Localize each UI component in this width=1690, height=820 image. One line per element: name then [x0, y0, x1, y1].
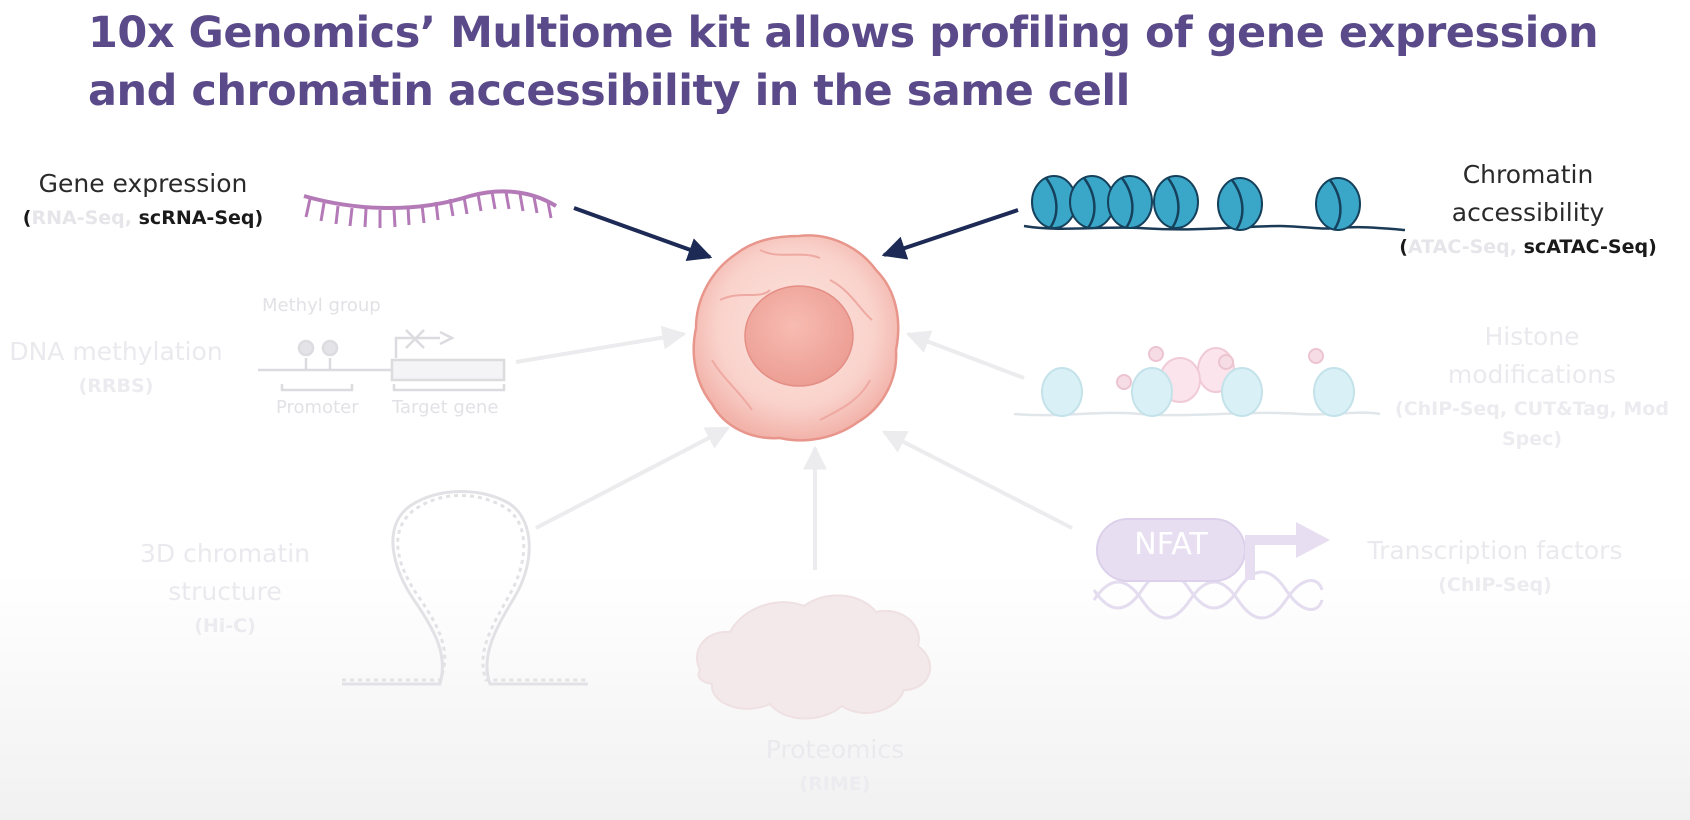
promoter-label: Promoter [276, 397, 359, 418]
arrow-transcription-factors [881, 430, 1073, 530]
transcription-factors-method: (ChIP-Seq) [1438, 574, 1552, 596]
nucleosome-chain-icon [1023, 175, 1406, 232]
3d-chromatin-title-2: structure [168, 577, 282, 606]
proteomics-method: (RIME) [799, 773, 871, 795]
chromatin-accessibility-title-1: Chromatin [1462, 160, 1594, 189]
gene-expression-methods: (RNA-Seq, scRNA-Seq) [22, 207, 264, 229]
cell-illustration [692, 234, 900, 442]
3d-chromatin-method: (Hi-C) [194, 615, 256, 637]
chromatin-accessibility-title-2: accessibility [1451, 198, 1605, 227]
histone-methods-2: Spec) [1501, 428, 1563, 450]
arrow-histone [905, 330, 1025, 380]
histone-modification-diagram [1013, 346, 1381, 417]
proteomics-title: Proteomics [765, 735, 905, 764]
slide-title: 10x Genomics’ Multiome kit allows profil… [88, 8, 1599, 116]
chromatin-accessibility-label: Chromatin accessibility (ATAC-Seq, scATA… [1398, 156, 1658, 262]
transcription-factor-diagram [1092, 518, 1330, 620]
3d-chromatin-label: 3D chromatin structure (Hi-C) [100, 535, 350, 641]
arrow-dna-methylation [515, 325, 687, 364]
dna-methylation-title: DNA methylation [9, 337, 223, 366]
histone-modifications-label: Histone modifications (ChIP-Seq, CUT&Tag… [1382, 318, 1682, 454]
target-gene-label: Target gene [392, 397, 499, 418]
dna-methylation-label: DNA methylation (RRBS) [0, 333, 232, 401]
nfat-label: NFAT [1134, 527, 1208, 562]
gene-expression-label: Gene expression (RNA-Seq, scRNA-Seq) [18, 165, 268, 233]
arrow-gene-expression [573, 206, 713, 261]
chromatin-loop-diagram [342, 490, 588, 686]
dna-methylation-method: (RRBS) [78, 375, 154, 397]
arrow-3d-chromatin [535, 426, 731, 530]
transcription-factors-title: Transcription factors [1367, 536, 1623, 565]
transcription-factors-label: Transcription factors (ChIP-Seq) [1350, 532, 1640, 600]
arrow-chromatin-accessibility [881, 208, 1019, 260]
rna-strand-icon [303, 189, 558, 228]
histone-title-1: Histone [1484, 322, 1580, 351]
methyl-group-label: Methyl group [262, 295, 381, 316]
protein-complex-icon [695, 594, 932, 720]
histone-methods-1: (ChIP-Seq, CUT&Tag, Mod [1395, 398, 1669, 420]
methylation-gene-diagram [258, 329, 506, 392]
chromatin-accessibility-methods: (ATAC-Seq, scATAC-Seq) [1399, 236, 1657, 258]
gene-expression-title: Gene expression [38, 169, 248, 198]
histone-title-2: modifications [1447, 360, 1617, 389]
proteomics-label: Proteomics (RIME) [715, 731, 955, 799]
3d-chromatin-title-1: 3D chromatin [140, 539, 310, 568]
